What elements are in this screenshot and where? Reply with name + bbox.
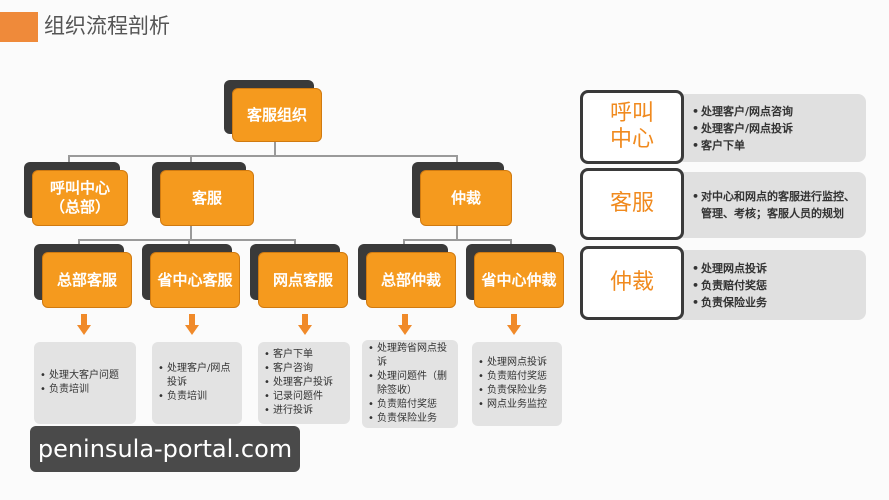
desc-item: 处理跨省网点投诉 xyxy=(368,342,452,370)
down-arrow-icon xyxy=(398,314,412,335)
desc-item: 负责培训 xyxy=(158,390,236,404)
connector xyxy=(456,226,458,240)
page-title: 组织流程剖析 xyxy=(44,14,170,38)
node-outlet-service-label: 网点客服 xyxy=(258,252,348,308)
connector xyxy=(403,239,511,241)
panel-item: 负责保险业务 xyxy=(692,294,858,311)
node-outlet-service: 网点客服 xyxy=(250,244,348,308)
connector xyxy=(78,239,295,241)
down-arrow-icon xyxy=(185,314,199,335)
connector xyxy=(274,132,276,156)
node-province-service: 省中心客服 xyxy=(142,244,240,308)
desc-item: 处理大客户问题 xyxy=(40,369,130,383)
panel-call-center-desc: 处理客户/网点咨询 处理客户/网点投诉 客户下单 xyxy=(676,94,866,162)
panel-item: 处理网点投诉 xyxy=(692,260,858,277)
connector xyxy=(190,226,192,240)
down-arrow-icon xyxy=(77,314,91,335)
node-hq-arbitration-label: 总部仲裁 xyxy=(366,252,456,308)
desc-item: 处理客户/网点投诉 xyxy=(158,362,236,390)
panel-item: 处理客户/网点咨询 xyxy=(692,103,858,120)
desc-outlet-service: 客户下单 客户咨询 处理客户投诉 记录问题件 进行投诉 xyxy=(258,342,350,424)
node-province-arbitration: 省中心仲裁 xyxy=(466,244,564,308)
desc-hq-arbitration: 处理跨省网点投诉 处理问题件（删除签收） 负责赔付奖惩 负责保险业务 xyxy=(362,340,458,428)
down-arrow-icon xyxy=(507,314,521,335)
desc-hq-service: 处理大客户问题 负责培训 xyxy=(34,342,136,424)
panel-arbitration-desc: 处理网点投诉 负责赔付奖惩 负责保险业务 xyxy=(676,250,866,320)
panel-item: 处理客户/网点投诉 xyxy=(692,120,858,137)
panel-service-title: 客服 xyxy=(580,168,684,240)
desc-item: 负责保险业务 xyxy=(368,412,452,426)
watermark: peninsula-portal.com xyxy=(30,426,300,472)
node-service-label: 客服 xyxy=(160,170,254,226)
node-root-label: 客服组织 xyxy=(232,88,322,142)
desc-item: 进行投诉 xyxy=(264,404,344,418)
node-root: 客服组织 xyxy=(224,80,322,142)
node-hq-arbitration: 总部仲裁 xyxy=(358,244,456,308)
panel-call-center-title: 呼叫中心 xyxy=(580,90,684,164)
desc-item: 记录问题件 xyxy=(264,390,344,404)
panel-service-desc: 对中心和网点的客服进行监控、管理、考核；客服人员的规划 xyxy=(676,172,866,238)
connector xyxy=(68,155,457,157)
node-arbitration-label: 仲裁 xyxy=(420,170,512,226)
down-arrow-icon xyxy=(298,314,312,335)
title-accent-bar xyxy=(0,12,38,42)
desc-item: 负责赔付奖惩 xyxy=(478,370,556,384)
panel-arbitration-title: 仲裁 xyxy=(580,246,684,320)
desc-province-service: 处理客户/网点投诉 负责培训 xyxy=(152,342,242,424)
desc-item: 客户下单 xyxy=(264,348,344,362)
node-province-service-label: 省中心客服 xyxy=(150,252,240,308)
desc-item: 负责保险业务 xyxy=(478,384,556,398)
node-arbitration: 仲裁 xyxy=(412,162,512,226)
node-call-center-label: 呼叫中心 （总部） xyxy=(32,170,128,226)
desc-item: 负责培训 xyxy=(40,383,130,397)
panel-item: 对中心和网点的客服进行监控、管理、考核；客服人员的规划 xyxy=(692,188,858,222)
panel-item: 负责赔付奖惩 xyxy=(692,277,858,294)
desc-province-arbitration: 处理网点投诉 负责赔付奖惩 负责保险业务 网点业务监控 xyxy=(472,342,562,426)
desc-item: 处理客户投诉 xyxy=(264,376,344,390)
node-province-arbitration-label: 省中心仲裁 xyxy=(474,252,564,308)
node-hq-service-label: 总部客服 xyxy=(42,252,132,308)
desc-item: 处理问题件（删除签收） xyxy=(368,370,452,398)
desc-item: 负责赔付奖惩 xyxy=(368,398,452,412)
desc-item: 处理网点投诉 xyxy=(478,356,556,370)
panel-item: 客户下单 xyxy=(692,137,858,154)
node-hq-service: 总部客服 xyxy=(34,244,132,308)
desc-item: 网点业务监控 xyxy=(478,398,556,412)
node-service: 客服 xyxy=(152,162,254,226)
desc-item: 客户咨询 xyxy=(264,362,344,376)
node-call-center: 呼叫中心 （总部） xyxy=(24,162,128,226)
